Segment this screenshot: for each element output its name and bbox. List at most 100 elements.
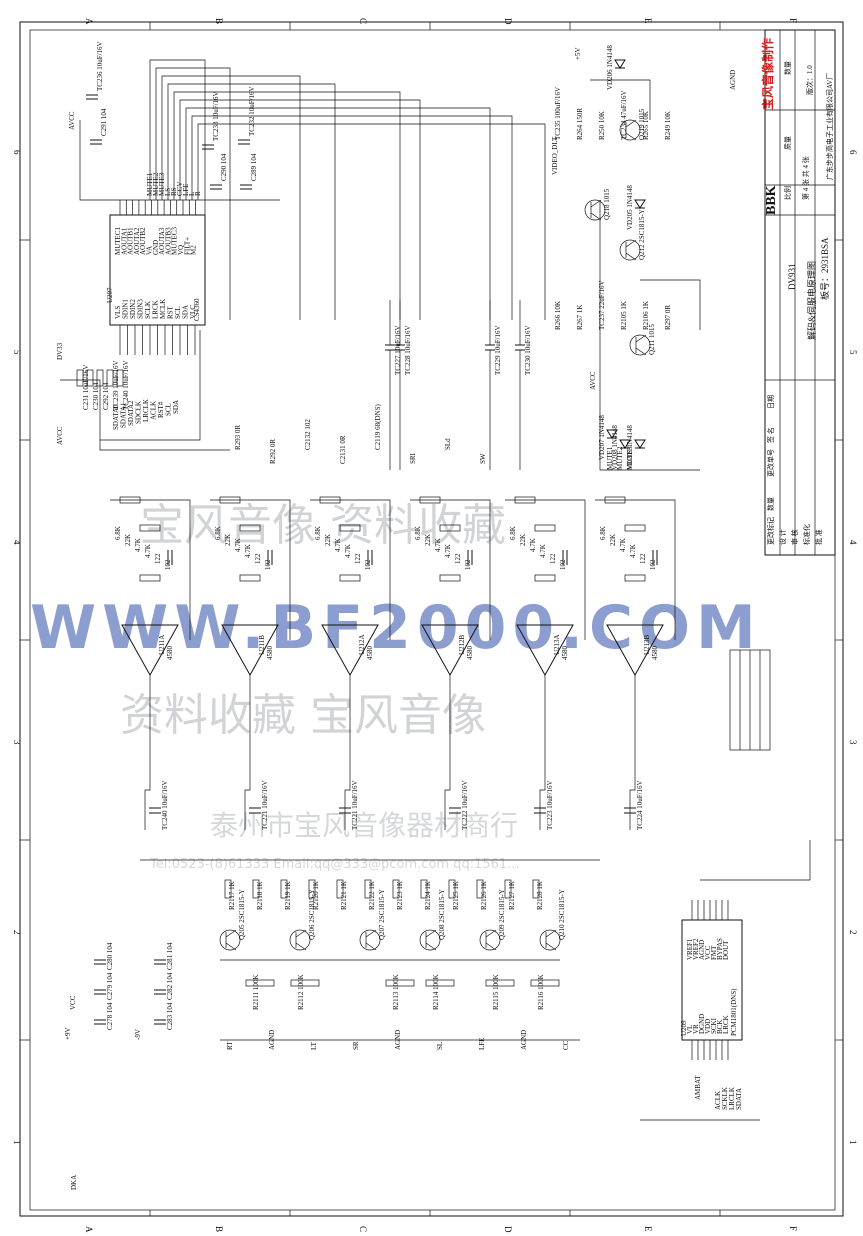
output-cap-label: TC223 10uF/16V: [546, 780, 554, 830]
wire: [640, 279, 701, 330]
opamp-ref: U211B: [258, 635, 266, 655]
power-transistor-label: Q218 1015: [603, 188, 611, 220]
transistor-label: Q207 2SC1815-Y: [378, 889, 386, 940]
opamp-part: 4580: [466, 646, 474, 661]
net-label-top: MUTE1: [146, 172, 154, 196]
row-number-left: 2: [12, 930, 22, 935]
resistor: [624, 574, 646, 582]
wire: [155, 67, 231, 320]
cap-label: C231 10uF/16V: [82, 365, 90, 410]
opamp-part: 4580: [366, 646, 374, 661]
wire: [539, 675, 546, 830]
coupling-cap-label: TC229 10uF/16V: [494, 325, 502, 375]
resistor: [514, 496, 536, 504]
signal-label: DKA: [70, 1175, 78, 1190]
resistor: [532, 879, 540, 899]
decouple-cap-label: C282 104: [166, 972, 174, 1000]
opamp-symbol: [606, 624, 664, 677]
resistor: [485, 979, 515, 987]
resistor: [224, 879, 232, 899]
dac-net-label: LRCLK: [142, 399, 150, 422]
watermark-contact: Tel:0523-(8)61333 Email:qq@333@pcom.com …: [149, 857, 520, 872]
wire: [173, 91, 401, 320]
col-letter-top: B: [214, 18, 224, 24]
misc-label: R293 0R: [234, 425, 242, 450]
cap-label: C292 104: [102, 382, 110, 410]
filter-value: 122: [154, 553, 162, 564]
output-resistor-label: R2115 100K: [492, 974, 500, 1010]
opamp-symbol: [221, 624, 279, 677]
output-net-label: SL: [436, 1042, 444, 1050]
revision-header: 日期: [767, 395, 775, 409]
net-table: [729, 649, 771, 751]
board-number: 板号：2931BSA: [819, 237, 830, 300]
power-transistor-label: Q212 2SC1815-Y: [638, 209, 646, 260]
diode-symbol: [634, 439, 646, 449]
net-label-top: L: [188, 192, 196, 196]
output-cap-label: TC221 10uF/16V: [261, 780, 269, 830]
filter-value: 4.7K: [529, 538, 537, 552]
dac-net-label: SDATA2: [127, 400, 135, 426]
signal-label: MUTE3: [626, 446, 634, 470]
power-transistor-label: Q211 1015: [648, 323, 656, 355]
diode-label: VD208 1N4148: [611, 425, 619, 470]
wire: [110, 499, 191, 640]
wire: [179, 99, 421, 320]
filter-value: 22K: [324, 534, 332, 546]
adc-net-label: SDATA: [735, 1088, 743, 1110]
opamp-symbol: [516, 624, 574, 677]
wire: [344, 675, 351, 830]
filter-value: 4.7K: [244, 544, 252, 558]
transistor-label: Q210 2SC1815-Y: [558, 889, 566, 940]
net-avcc: AVCC: [56, 426, 64, 445]
filter-value: 4.7K: [629, 544, 637, 558]
col-letter-top: D: [503, 18, 513, 25]
output-net-label: AGND: [520, 1030, 528, 1050]
supply-label: -9V: [134, 1029, 142, 1040]
wire: [444, 675, 451, 830]
sign-row: 设 计: [778, 529, 787, 545]
sign-row: 批 准: [814, 529, 823, 545]
power-part-label: R297 0R: [664, 305, 672, 330]
transistor-symbol: [629, 334, 651, 356]
cap-label: C289 104: [250, 153, 258, 181]
adc-part: PCM1801(DNS): [730, 988, 738, 1036]
output-cap-label: TC224 10uF/16V: [636, 780, 644, 830]
decouple-cap-label: C281 104: [166, 942, 174, 970]
resistor: [336, 879, 344, 899]
filter-value: 6.8K: [414, 526, 422, 540]
filter-value: 4.7K: [234, 538, 242, 552]
net-label-top: CCV: [176, 182, 184, 196]
base-resistor-label: R2123 1K: [396, 881, 404, 910]
watermark-shop: 泰州市宝风音像器材商行: [210, 809, 518, 842]
resistor: [119, 496, 141, 504]
dac-pin-right: AOUTB1: [127, 227, 135, 255]
opamp-ref: U212B: [458, 634, 466, 655]
row-number-left: 5: [12, 350, 22, 355]
row-number-left: 3: [12, 740, 22, 745]
filter-value: 102: [164, 559, 172, 570]
adc-pin-right: VREF1: [686, 938, 694, 960]
filter-value: 4.7K: [539, 544, 547, 558]
transistor-symbol: [359, 929, 381, 951]
opamp-part: 4580: [266, 646, 274, 661]
dac-pin-right: GND: [152, 240, 160, 255]
net-label-top: LFE: [182, 184, 190, 196]
transistor-symbol: [289, 929, 311, 951]
dac-pin-right: VA: [146, 246, 154, 255]
col-letter-bottom: D: [503, 1226, 513, 1233]
wire: [410, 499, 491, 640]
filter-value: 4.7K: [619, 538, 627, 552]
signal-label: MUTE2: [616, 446, 624, 470]
adc-pin-right: VCC: [704, 945, 712, 960]
diode-symbol: [606, 429, 618, 439]
supply-label: +5V: [574, 47, 582, 60]
wire: [310, 499, 391, 640]
misc-label: R292 0R: [269, 439, 277, 464]
opamp-symbol: [421, 624, 479, 677]
resistor: [448, 879, 456, 899]
col-letter-bottom: F: [788, 1226, 798, 1231]
row-number-left: 6: [12, 150, 22, 155]
